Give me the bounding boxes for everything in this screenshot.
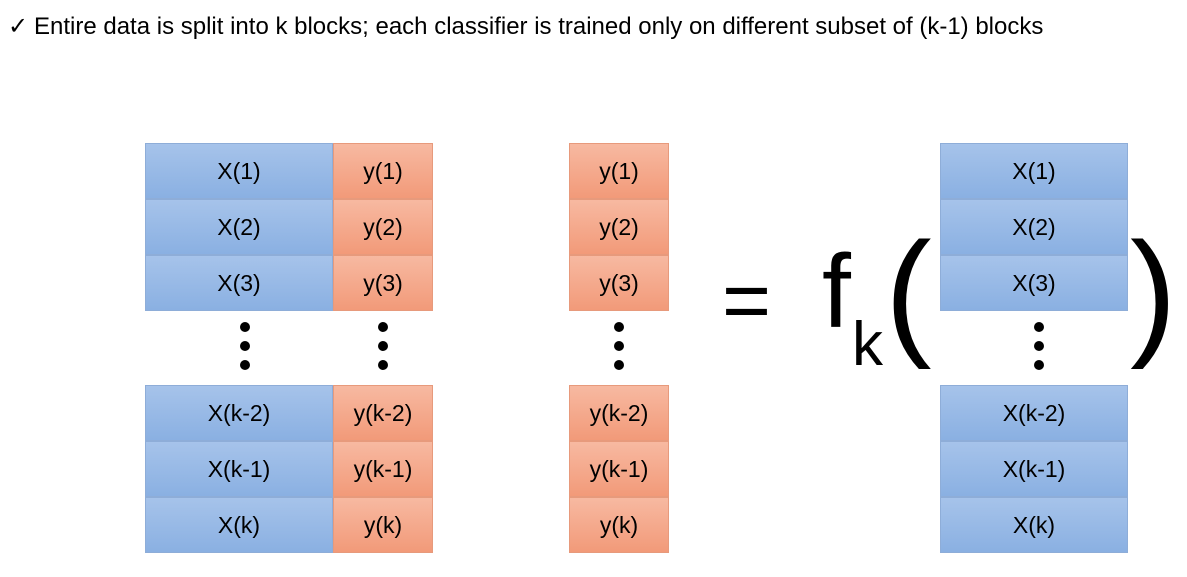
x-block: X(k) xyxy=(145,497,333,553)
x-block: X(k-2) xyxy=(145,385,333,441)
vertical-ellipsis xyxy=(378,322,390,374)
x-block: X(k-1) xyxy=(145,441,333,497)
y-block: y(2) xyxy=(333,199,433,255)
function-subscript: k xyxy=(852,310,883,379)
x-block: X(2) xyxy=(940,199,1128,255)
function-symbol: f xyxy=(822,234,851,350)
y-block: y(1) xyxy=(333,143,433,199)
vertical-ellipsis xyxy=(1034,322,1046,374)
checkmark-icon: ✓ xyxy=(8,13,29,40)
x-block: X(k-2) xyxy=(940,385,1128,441)
x-block: X(1) xyxy=(940,143,1128,199)
x-block: X(3) xyxy=(145,255,333,311)
y-block: y(k-1) xyxy=(569,441,669,497)
header-text: Entire data is split into k blocks; each… xyxy=(34,13,1044,40)
vertical-ellipsis xyxy=(614,322,626,374)
y-block: y(k-2) xyxy=(333,385,433,441)
x-block: X(3) xyxy=(940,255,1128,311)
vertical-ellipsis xyxy=(240,322,252,374)
y-block: y(k-2) xyxy=(569,385,669,441)
x-block: X(k-1) xyxy=(940,441,1128,497)
y-block: y(1) xyxy=(569,143,669,199)
y-block: y(3) xyxy=(569,255,669,311)
x-block: X(1) xyxy=(145,143,333,199)
y-block: y(k) xyxy=(333,497,433,553)
y-block: y(k) xyxy=(569,497,669,553)
x-block: X(k) xyxy=(940,497,1128,553)
close-parenthesis: ) xyxy=(1130,213,1177,370)
y-block: y(3) xyxy=(333,255,433,311)
open-parenthesis: ( xyxy=(885,213,932,370)
y-block: y(k-1) xyxy=(333,441,433,497)
equals-sign: = xyxy=(722,253,772,347)
x-block: X(2) xyxy=(145,199,333,255)
header-line: ✓Entire data is split into k blocks; eac… xyxy=(8,10,1043,44)
y-block: y(2) xyxy=(569,199,669,255)
